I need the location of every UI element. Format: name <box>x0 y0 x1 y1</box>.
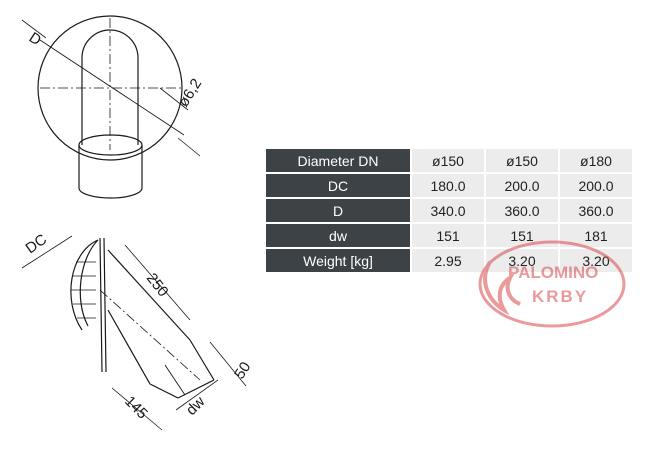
table-cell: 340.0 <box>412 199 486 222</box>
table-cell: 360.0 <box>560 199 632 222</box>
table-cell: 2.95 <box>412 249 486 272</box>
row-header: Diameter DN <box>266 149 412 172</box>
table-row: Weight [kg] 2.95 3.20 3.20 <box>266 249 632 272</box>
dimension-dw-label: dw <box>183 393 209 419</box>
row-header: DC <box>266 174 412 197</box>
hole-diameter-label: ø6,2 <box>175 76 205 110</box>
table-cell: 181 <box>560 224 632 247</box>
table-cell: 151 <box>412 224 486 247</box>
table-cell: 180.0 <box>412 174 486 197</box>
table-cell: ø150 <box>412 149 486 172</box>
row-header: D <box>266 199 412 222</box>
side-view-drawing <box>21 235 247 431</box>
table-cell: 3.20 <box>486 249 560 272</box>
row-header: Weight [kg] <box>266 249 412 272</box>
offset-145-label: 145 <box>121 393 151 423</box>
row-header: dw <box>266 224 412 247</box>
watermark-line1: PALOMINO <box>508 263 598 282</box>
spec-table: Diameter DN ø150 ø150 ø180 DC 180.0 200.… <box>266 147 632 274</box>
dimension-d-label: D <box>26 29 44 49</box>
palomino-krby-watermark: PALOMINO KRBY <box>478 240 626 328</box>
table-cell: ø180 <box>560 149 632 172</box>
table-row: DC 180.0 200.0 200.0 <box>266 174 632 197</box>
length-250-label: 250 <box>143 270 172 300</box>
table-row: dw 151 151 181 <box>266 224 632 247</box>
table-cell: 200.0 <box>560 174 632 197</box>
table-cell: 360.0 <box>486 199 560 222</box>
table-cell: ø150 <box>486 149 560 172</box>
table-cell: 200.0 <box>486 174 560 197</box>
watermark-ring <box>478 240 626 328</box>
table-row: D 340.0 360.0 360.0 <box>266 199 632 222</box>
flame-icon <box>483 260 521 316</box>
height-50-label: 50 <box>231 359 254 382</box>
top-view-drawing <box>21 15 201 199</box>
table-cell: 3.20 <box>560 249 632 272</box>
dimension-dc-label: DC <box>23 231 51 257</box>
watermark-line2: KRBY <box>532 287 588 306</box>
table-row: Diameter DN ø150 ø150 ø180 <box>266 149 632 172</box>
